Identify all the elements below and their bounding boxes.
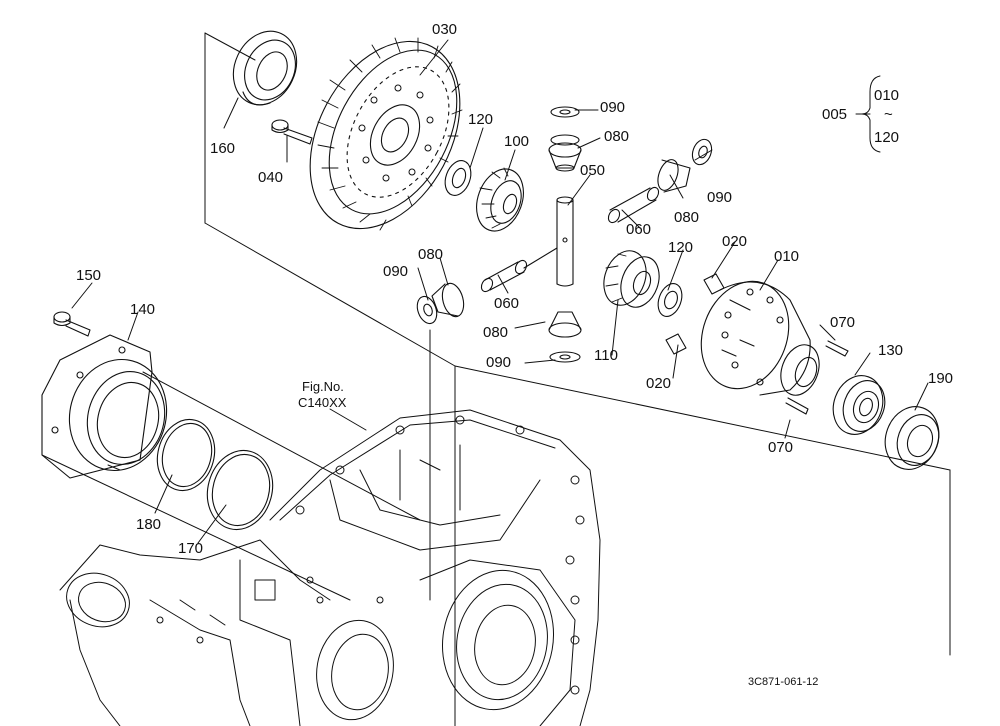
part-label-110: 110 <box>594 347 618 364</box>
part-label-010: 010 <box>774 248 800 265</box>
part-label-160: 160 <box>210 140 236 157</box>
figure-reference-line1: Fig.No. <box>302 379 344 394</box>
pinion-shaft-060-upper <box>606 185 661 224</box>
part-label-080: 080 <box>604 128 630 145</box>
part-label-120: 120 <box>668 239 694 256</box>
pinion-gear-080-top <box>549 135 581 171</box>
bolt-150 <box>54 312 90 336</box>
thrust-washer-090-top <box>551 107 579 117</box>
oil-seal-190 <box>877 399 948 477</box>
part-label-070: 070 <box>830 314 856 331</box>
part-label-150: 150 <box>76 267 102 284</box>
part-label-010: 010 <box>874 87 900 104</box>
part-label-170: 170 <box>178 540 204 557</box>
transmission-case <box>59 410 600 726</box>
part-label-140: 140 <box>130 301 156 318</box>
part-label-190: 190 <box>928 370 954 387</box>
pin-070-upper <box>826 341 848 356</box>
pin-070-lower <box>786 398 808 414</box>
o-ring-170 <box>199 443 282 537</box>
pinion-gear-080-left <box>432 281 467 319</box>
part-label-070: 070 <box>768 439 794 456</box>
part-label-120: 120 <box>874 129 900 146</box>
part-label-120: 120 <box>468 111 494 128</box>
part-label-100: 100 <box>504 133 530 150</box>
pinion-gear-080-right <box>654 157 690 193</box>
pinion-gear-080-bottom <box>549 312 581 337</box>
diagram-code: 3C871-061-12 <box>748 676 819 688</box>
part-label-080: 080 <box>418 246 444 263</box>
part-label-090: 090 <box>486 354 512 371</box>
leader-lines <box>72 40 928 543</box>
thrust-washer-090-bottom <box>550 352 580 362</box>
part-label-040: 040 <box>258 169 284 186</box>
bolt-040 <box>272 120 312 144</box>
bearing-130 <box>825 369 891 442</box>
part-label-060: 060 <box>626 221 652 238</box>
part-label-130: 130 <box>878 342 904 359</box>
thrust-washer-120-right <box>654 280 686 319</box>
bearing-holder-140 <box>42 335 179 482</box>
thrust-washer-090-right <box>689 137 715 168</box>
part-label-090: 090 <box>707 189 733 206</box>
snap-ring-180 <box>150 413 223 497</box>
pin-020-lower <box>666 334 686 354</box>
side-gear-110 <box>597 245 666 313</box>
side-gear-100 <box>468 162 531 237</box>
part-label-080: 080 <box>483 324 509 341</box>
part-label-020: 020 <box>722 233 748 250</box>
part-label-090: 090 <box>600 99 626 116</box>
range-tilde: ~ <box>884 106 893 123</box>
reference-lines <box>42 33 950 726</box>
figure-reference-line2: C140XX <box>298 395 347 410</box>
pinion-shaft-060-lower <box>479 248 557 294</box>
thrust-washer-120-top <box>441 157 476 199</box>
part-label-090: 090 <box>383 263 409 280</box>
pinion-shaft-050 <box>557 197 573 286</box>
part-label-050: 050 <box>580 162 606 179</box>
oil-seal-160 <box>222 21 308 115</box>
part-label-080: 080 <box>674 209 700 226</box>
thrust-washer-090-left <box>414 294 440 326</box>
differential-case-010 <box>687 269 826 401</box>
part-label-030: 030 <box>432 21 458 38</box>
part-label-005: 005 <box>822 106 848 123</box>
part-label-060: 060 <box>494 295 520 312</box>
ring-gear-030 <box>280 16 490 255</box>
pin-020-upper <box>704 274 724 294</box>
part-label-180: 180 <box>136 516 162 533</box>
part-label-020: 020 <box>646 375 672 392</box>
